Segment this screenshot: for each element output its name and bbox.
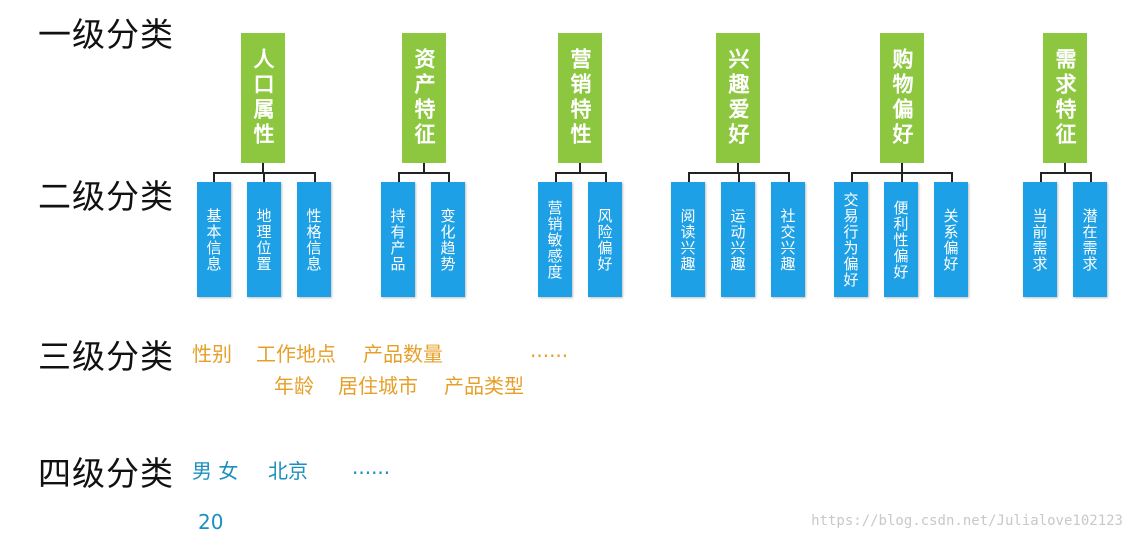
connector-vertical: [737, 163, 739, 173]
subcategory-box: 潜在需求: [1073, 182, 1107, 297]
connector-horizontal: [1040, 172, 1092, 174]
watermark-url: https://blog.csdn.net/Julialove102123: [811, 513, 1123, 529]
category-box-population: 人口属性: [241, 33, 285, 163]
subcategory-box: 便利性偏好: [884, 182, 918, 297]
category-box-interests: 兴趣爱好: [716, 33, 760, 163]
level4-item: 北京: [268, 459, 308, 483]
connector-drop: [1090, 172, 1092, 182]
subcategory-box: 持有产品: [381, 182, 415, 297]
subcategory-box: 变化趋势: [431, 182, 465, 297]
level3-item: 性别: [192, 342, 232, 366]
connector-vertical: [901, 163, 903, 173]
level1-label: 一级分类: [38, 15, 174, 54]
level3-label: 三级分类: [38, 337, 174, 376]
connector-drop: [555, 172, 557, 182]
connector-vertical: [262, 163, 264, 173]
level3-item: 年龄: [274, 374, 314, 398]
subcategory-box: 运动兴趣: [721, 182, 755, 297]
subcategory-box: 社交兴趣: [771, 182, 805, 297]
subcategory-box: 性格信息: [297, 182, 331, 297]
level3-item: 居住城市: [338, 374, 418, 398]
level3-item: 工作地点: [256, 342, 336, 366]
category-box-needs: 需求特征: [1043, 33, 1087, 163]
connector-drop: [901, 172, 903, 182]
subcategory-box: 基本信息: [197, 182, 231, 297]
connector-drop: [398, 172, 400, 182]
connector-drop: [213, 172, 215, 182]
connector-drop: [263, 172, 265, 182]
connector-drop: [605, 172, 607, 182]
category-box-assets: 资产特征: [402, 33, 446, 163]
subcategory-box: 地理位置: [247, 182, 281, 297]
level3-ellipsis: ......: [530, 338, 569, 362]
connector-vertical: [423, 163, 425, 173]
connector-drop: [1040, 172, 1042, 182]
category-box-shopping: 购物偏好: [880, 33, 924, 163]
subcategory-box: 交易行为偏好: [834, 182, 868, 297]
category-box-marketing: 营销特性: [558, 33, 602, 163]
subcategory-box: 当前需求: [1023, 182, 1057, 297]
level2-label: 二级分类: [38, 177, 174, 216]
connector-drop: [314, 172, 316, 182]
level3-item: 产品类型: [444, 374, 524, 398]
connector-drop: [851, 172, 853, 182]
subcategory-box: 风险偏好: [588, 182, 622, 297]
subcategory-box: 阅读兴趣: [671, 182, 705, 297]
connector-drop: [688, 172, 690, 182]
footer-number: 20: [198, 510, 224, 534]
connector-drop: [738, 172, 740, 182]
level3-item: 产品数量: [363, 342, 443, 366]
subcategory-box: 关系偏好: [934, 182, 968, 297]
connector-drop: [951, 172, 953, 182]
connector-vertical: [1064, 163, 1066, 173]
connector-drop: [448, 172, 450, 182]
connector-vertical: [579, 163, 581, 173]
connector-drop: [788, 172, 790, 182]
connector-horizontal: [555, 172, 607, 174]
level4-label: 四级分类: [38, 454, 174, 493]
level4-ellipsis: ......: [352, 455, 391, 479]
subcategory-box: 营销敏感度: [538, 182, 572, 297]
connector-horizontal: [398, 172, 450, 174]
level4-item: 男 女: [192, 459, 239, 483]
